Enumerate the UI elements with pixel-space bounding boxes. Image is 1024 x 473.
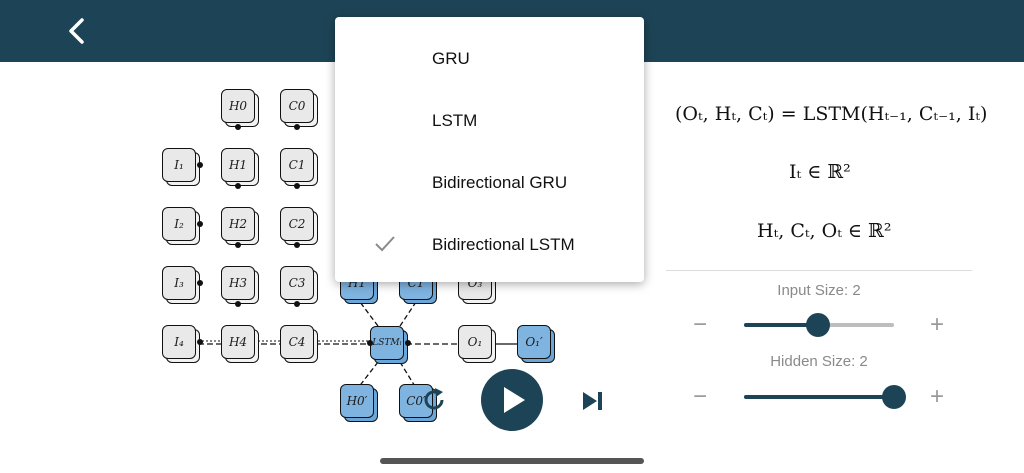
hidden-size-increment-button[interactable]: + bbox=[929, 383, 944, 410]
hidden-node: H1 bbox=[221, 148, 259, 189]
hidden-size-decrement-button[interactable]: − bbox=[692, 383, 707, 410]
hidden-size-slider-fill bbox=[744, 395, 894, 399]
cell-node: C0 bbox=[280, 89, 318, 130]
menu-item-gru[interactable]: GRU bbox=[335, 27, 644, 89]
lstm-node: LSTMₗ bbox=[367, 326, 411, 364]
cell-node: C4 bbox=[280, 325, 318, 363]
menu-item-label: Bidirectional LSTM bbox=[432, 235, 575, 254]
menu-item-label: LSTM bbox=[432, 111, 478, 130]
input-node: I₃ bbox=[162, 266, 203, 304]
skip-next-icon bbox=[583, 392, 602, 410]
new-cell-node: C0′ bbox=[399, 384, 437, 422]
menu-item-label: Bidirectional GRU bbox=[432, 173, 568, 192]
checkmark-icon bbox=[373, 231, 397, 255]
input-size-label: Input Size: 2 bbox=[777, 282, 861, 299]
step-forward-button[interactable] bbox=[578, 386, 608, 416]
play-icon bbox=[504, 387, 525, 413]
cell-node: C1 bbox=[280, 148, 318, 189]
hidden-node: H0 bbox=[221, 89, 259, 130]
lstm-formula: (Oₜ, Hₜ, Cₜ) = LSTM(Hₜ₋₁, Cₜ₋₁, Iₜ) bbox=[675, 103, 988, 125]
input-node: I₄ bbox=[162, 325, 203, 363]
back-button[interactable] bbox=[60, 12, 96, 50]
divider bbox=[666, 270, 972, 271]
input-size-slider-fill bbox=[744, 323, 818, 327]
home-indicator bbox=[380, 458, 644, 464]
menu-item-bidirectional-lstm[interactable]: Bidirectional LSTM bbox=[335, 213, 644, 275]
output-node: O₁′ bbox=[517, 325, 555, 363]
input-size-slider-thumb[interactable] bbox=[806, 313, 830, 337]
hidden-node: H3 bbox=[221, 266, 259, 307]
play-button[interactable] bbox=[481, 369, 543, 431]
model-type-menu: GRU LSTM Bidirectional GRU Bidirectional… bbox=[335, 17, 644, 282]
chevron-left-icon bbox=[69, 18, 84, 44]
new-hidden-node: H0′ bbox=[340, 384, 378, 422]
rnn-diagram: I₁ I₂ I₃ I₄ H0 H1 H2 H3 H4 C0 C1 bbox=[150, 80, 650, 440]
input-size-increment-button[interactable]: + bbox=[929, 311, 944, 338]
menu-item-bidirectional-gru[interactable]: Bidirectional GRU bbox=[335, 151, 644, 213]
menu-item-label: GRU bbox=[432, 49, 470, 68]
hidden-node: H2 bbox=[221, 207, 259, 248]
hidden-node: H4 bbox=[221, 325, 259, 363]
input-node: I₁ bbox=[162, 148, 203, 186]
output-node: O₁ bbox=[458, 325, 496, 363]
menu-item-lstm[interactable]: LSTM bbox=[335, 89, 644, 151]
cell-node: C3 bbox=[280, 266, 318, 307]
cell-node: C2 bbox=[280, 207, 318, 248]
hidden-size-slider-thumb[interactable] bbox=[882, 385, 906, 409]
input-dimension-formula: Iₜ ∈ ℝ² bbox=[789, 161, 851, 183]
reset-icon bbox=[424, 388, 444, 410]
reset-button[interactable] bbox=[418, 384, 450, 416]
hidden-size-label: Hidden Size: 2 bbox=[770, 353, 868, 370]
input-size-decrement-button[interactable]: − bbox=[692, 311, 707, 338]
hidden-dimension-formula: Hₜ, Cₜ, Oₜ ∈ ℝ² bbox=[757, 220, 892, 242]
input-node: I₂ bbox=[162, 207, 203, 245]
